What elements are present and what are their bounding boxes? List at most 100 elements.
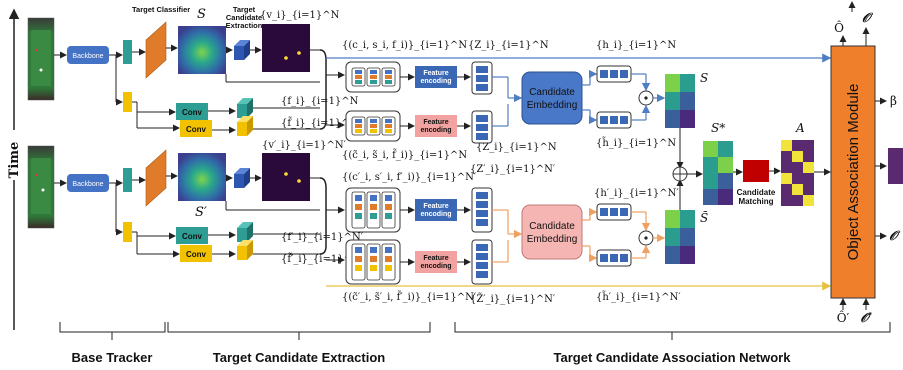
conv-yellow-top: Conv	[180, 120, 212, 137]
assignment-matrix	[781, 140, 814, 206]
svg-text:Object Association Module: Object Association Module	[845, 84, 862, 261]
h-stack-top	[596, 65, 632, 83]
cand-tilde-set-top: {(c̃_i, s̃_i, f̃_i)}_{i=1}^N	[342, 149, 467, 161]
feature-map-yellow-top	[123, 92, 132, 112]
dot-product-top	[638, 90, 654, 106]
object-association-module: Object Association Module	[830, 45, 876, 299]
v-set-bottom: {v′_i}_{i=1}^N′	[262, 140, 347, 151]
conv-yellow-bottom: Conv	[180, 245, 212, 262]
svg-text:Backbone: Backbone	[72, 53, 103, 60]
z-set-top: {Z_i}_{i=1}^N	[468, 40, 549, 51]
section-base-tracker: Base Tracker	[72, 350, 153, 365]
sim-label-top: S	[700, 71, 708, 85]
dot-product-bottom	[638, 230, 654, 246]
htilde-set-bottom: {h̃′_i}_{i=1}^N′	[596, 291, 681, 303]
htilde-stack-top	[596, 111, 632, 129]
ztilde-stack-bottom	[471, 239, 493, 285]
s-star-label: S*	[711, 121, 725, 135]
merge-bracket-top	[319, 49, 327, 130]
z-stack-bottom	[471, 187, 493, 233]
htilde-set-top: {h̃_i}_{i=1}^N	[596, 137, 676, 149]
time-axis: Time	[6, 8, 22, 330]
sim-label-bottom: S̄	[700, 210, 708, 225]
beta-label: β	[890, 94, 897, 108]
cand-set-top: {(c_i, s_i, f_i)}_{i=1}^N	[342, 40, 467, 51]
sum-node	[672, 166, 688, 182]
score-map-bottom-label: S′	[195, 205, 207, 220]
v-map-bottom	[262, 153, 310, 201]
extraction-cube-top	[226, 40, 250, 60]
section-bracket-base-tracker	[59, 322, 166, 340]
candidate-tuples-tilde-bottom	[345, 239, 401, 285]
target-classifier-label: Target Classifier	[132, 5, 190, 14]
candidate-matching-block	[743, 160, 769, 182]
s-star-matrix	[703, 141, 733, 205]
o-hat-bottom: Ô′	[837, 309, 850, 325]
o-hat-top: Ô	[834, 19, 844, 35]
ztilde-set-bottom: {Z̃′_i}_{i=1}^N′	[470, 293, 556, 305]
f-set-top: {f_i}_{i=1}^N	[281, 96, 359, 107]
svg-text:Backbone: Backbone	[72, 181, 103, 188]
input-frame-top	[27, 17, 55, 101]
conv-cube-teal-bottom	[237, 222, 253, 242]
target-classifier-bottom	[145, 149, 167, 207]
conv-teal-top: Conv	[176, 103, 208, 120]
feature-map-teal-top	[123, 40, 132, 64]
feature-map-yellow-bottom	[123, 222, 132, 242]
input-frame-bottom	[27, 145, 55, 229]
candidate-tuples-bottom	[345, 187, 401, 233]
svg-text:Conv: Conv	[182, 108, 203, 117]
h-set-top: {h_i}_{i=1}^N	[596, 40, 676, 51]
z-stack-top	[471, 61, 493, 95]
conv-cube-yellow-top	[237, 116, 253, 136]
a-label: A	[795, 121, 805, 135]
backbone-top: Backbone	[67, 46, 109, 64]
score-map-top	[178, 26, 226, 74]
feature-map-teal-bottom	[123, 168, 132, 192]
o-bottom: 𝒪′	[860, 311, 872, 326]
cand-set-bottom: {(c′_i, s′_i, f′_i)}_{i=1}^N′	[342, 172, 477, 183]
section-association-network: Target Candidate Association Network	[554, 350, 792, 365]
section-bracket-association-network	[454, 322, 891, 340]
extraction-cube-bottom	[226, 168, 250, 188]
htilde-stack-bottom	[596, 249, 632, 267]
conv-teal-bottom: Conv	[176, 227, 208, 244]
conv-cube-yellow-bottom	[237, 240, 253, 260]
candidate-tuples-tilde-top	[345, 110, 401, 142]
output-purple-block	[888, 148, 903, 184]
conv-cube-teal-top	[237, 98, 253, 118]
f-set-bottom: {f′_i}_{i=1}^N′	[281, 232, 364, 243]
candidate-tuples-top	[345, 61, 401, 93]
similarity-matrix-top	[665, 74, 695, 128]
target-classifier-top	[145, 21, 167, 79]
v-map-top	[262, 24, 310, 72]
h-stack-bottom	[596, 203, 632, 221]
backbone-bottom: Backbone	[67, 174, 109, 192]
similarity-matrix-bottom	[665, 210, 695, 264]
h-set-bottom: {h′_i}_{i=1}^N′	[594, 188, 679, 199]
merge-bracket-bottom	[319, 177, 327, 255]
v-set-top: {v_i}_{i=1}^N	[260, 10, 340, 21]
ztilde-set-top: {Z̃_i}_{i=1}^N	[476, 141, 557, 153]
o-right: 𝒪	[889, 229, 901, 244]
score-map-top-label: S	[197, 7, 206, 22]
section-bracket-target-candidate-extraction	[167, 322, 431, 340]
svg-text:Conv: Conv	[182, 232, 203, 241]
time-label: Time	[7, 142, 22, 179]
score-map-bottom	[178, 153, 226, 201]
svg-text:Conv: Conv	[186, 250, 207, 259]
